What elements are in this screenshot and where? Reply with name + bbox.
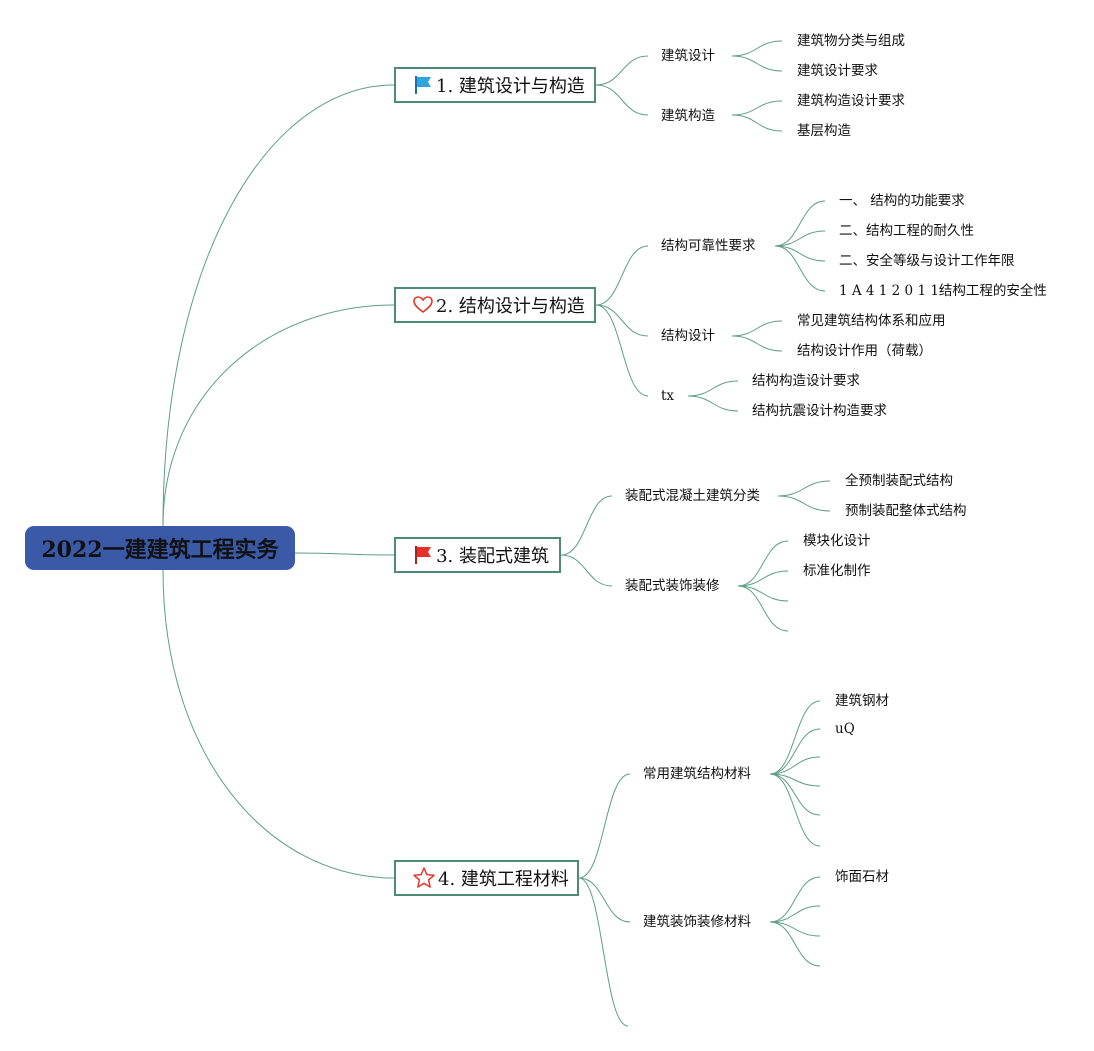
leaf-topic[interactable]: 1 A 4 1 2 0 1 1结构工程的安全性: [839, 283, 1047, 299]
connector-line: [162, 304, 395, 527]
branch-label: 4. 建筑工程材料: [438, 869, 569, 890]
branch-4-topic[interactable]: 4. 建筑工程材料: [394, 860, 579, 896]
leaf-topic[interactable]: uQ: [835, 721, 855, 737]
connector-line: [687, 380, 739, 397]
leaf-topic[interactable]: 二、安全等级与设计工作年限: [839, 253, 1015, 269]
subtopic[interactable]: tx: [661, 388, 675, 404]
connector-line: [774, 230, 826, 247]
connector-line: [560, 554, 613, 587]
connector-line: [769, 921, 821, 967]
connector-line: [731, 40, 783, 57]
leaf-topic[interactable]: 建筑设计要求: [797, 63, 878, 79]
leaf-topic[interactable]: 结构构造设计要求: [752, 373, 860, 389]
heart-icon: [412, 293, 434, 317]
star-icon: [412, 866, 436, 890]
leaf-topic[interactable]: 基层构造: [797, 123, 851, 139]
connector-line: [737, 585, 789, 632]
leaf-topic[interactable]: 二、结构工程的耐久性: [839, 223, 974, 239]
leaf-topic[interactable]: 标准化制作: [803, 563, 871, 579]
subtopic[interactable]: 装配式混凝土建筑分类: [625, 488, 760, 504]
connector-line: [774, 245, 826, 292]
connector-line: [578, 877, 631, 923]
connector-line: [777, 480, 831, 497]
branch-label: 2. 结构设计与构造: [436, 296, 585, 317]
connector-line: [294, 552, 395, 556]
connector-line: [774, 245, 826, 262]
connector-line: [731, 114, 783, 132]
connector-line: [769, 905, 821, 923]
connector-line: [769, 728, 821, 775]
connector-line: [769, 773, 821, 847]
branch-label: 1. 建筑设计与构造: [436, 76, 585, 97]
blue-flag-icon: [412, 73, 434, 97]
connector-line: [731, 335, 783, 352]
connector-line: [769, 756, 821, 775]
connector-line: [578, 773, 631, 879]
leaf-topic[interactable]: 建筑构造设计要求: [797, 93, 905, 109]
connector-line: [595, 304, 649, 337]
leaf-topic[interactable]: 一、 结构的功能要求: [839, 193, 965, 209]
leaf-topic[interactable]: 预制装配整体式结构: [845, 503, 967, 519]
leaf-topic[interactable]: 结构设计作用（荷载）: [797, 343, 932, 359]
connector-line: [687, 395, 739, 412]
connector-line: [595, 245, 649, 306]
leaf-topic[interactable]: 建筑钢材: [835, 693, 889, 709]
connector-line: [769, 700, 821, 775]
connector-line: [737, 570, 789, 587]
connector-line: [737, 585, 789, 602]
connector-line: [731, 100, 783, 116]
connector-line: [560, 495, 613, 556]
connector-line: [595, 55, 649, 86]
connector-line: [731, 55, 783, 72]
subtopic[interactable]: 结构设计: [661, 328, 715, 344]
connector-line: [777, 495, 831, 512]
connector-line: [595, 304, 649, 397]
branch-label: 3. 装配式建筑: [436, 546, 549, 567]
subtopic[interactable]: 结构可靠性要求: [661, 238, 756, 254]
leaf-topic[interactable]: 建筑物分类与组成: [797, 33, 905, 49]
connector-line: [769, 773, 821, 816]
connector-line: [162, 84, 395, 527]
red-flag-icon: [412, 543, 434, 567]
subtopic[interactable]: 建筑装饰装修材料: [643, 914, 751, 930]
subtopic[interactable]: 常用建筑结构材料: [643, 766, 751, 782]
connector-line: [737, 540, 789, 587]
connector-line: [595, 84, 649, 116]
connector-line: [162, 569, 395, 879]
connector-line: [774, 200, 826, 247]
leaf-topic[interactable]: 饰面石材: [835, 869, 889, 885]
connector-line: [769, 876, 821, 923]
branch-2-topic[interactable]: 2. 结构设计与构造: [394, 287, 596, 323]
leaf-topic[interactable]: 模块化设计: [803, 533, 871, 549]
leaf-topic[interactable]: 结构抗震设计构造要求: [752, 403, 887, 419]
connector-line: [578, 877, 629, 1027]
leaf-topic[interactable]: 常见建筑结构体系和应用: [797, 313, 946, 329]
branch-1-topic[interactable]: 1. 建筑设计与构造: [394, 67, 596, 103]
subtopic[interactable]: 装配式装饰装修: [625, 578, 720, 594]
branch-3-topic[interactable]: 3. 装配式建筑: [394, 537, 561, 573]
subtopic[interactable]: 建筑构造: [661, 108, 715, 124]
connector-line: [731, 320, 783, 337]
leaf-topic[interactable]: 全预制装配式结构: [845, 473, 953, 489]
subtopic[interactable]: 建筑设计: [661, 48, 715, 64]
root-topic[interactable]: 2022一建建筑工程实务: [25, 526, 295, 570]
